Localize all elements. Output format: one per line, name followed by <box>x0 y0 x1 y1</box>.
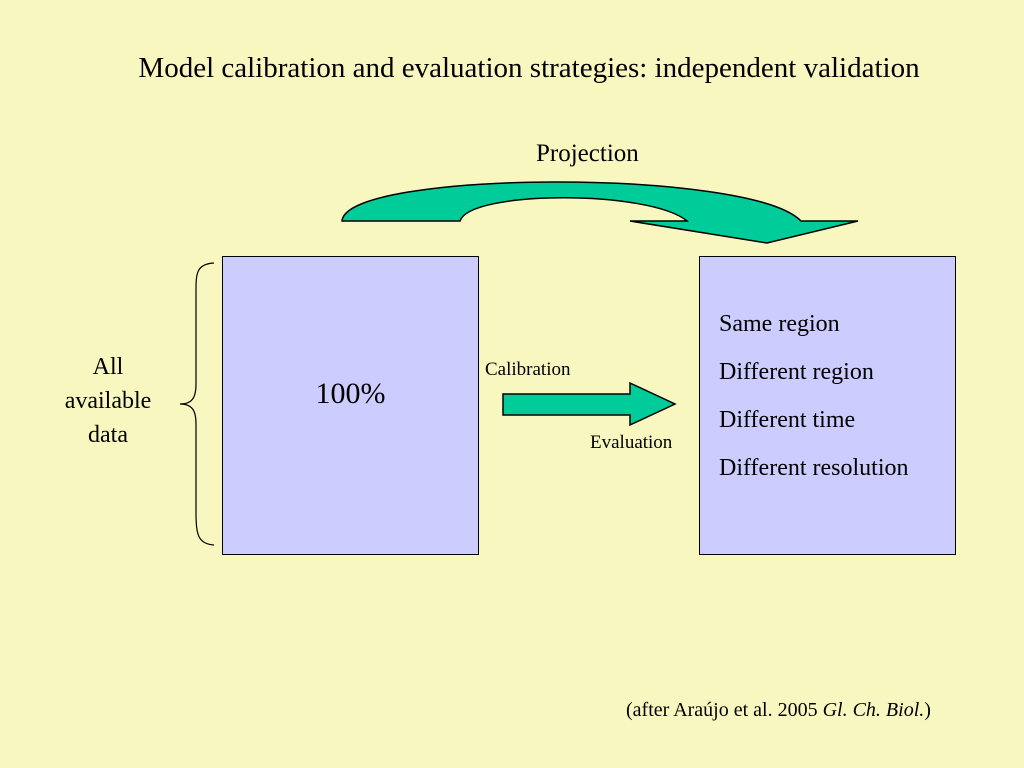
all-available-data-label: All available data <box>44 350 172 452</box>
percent-label: 100% <box>315 377 386 410</box>
all-data-line: data <box>88 422 128 448</box>
citation-prefix: (after Araújo et al. 2005 <box>626 699 823 721</box>
calibration-label: Calibration <box>485 359 571 380</box>
all-data-line: available <box>64 388 152 414</box>
target-item: Different time <box>719 407 856 433</box>
citation-suffix: ) <box>924 699 931 721</box>
slide-title: Model calibration and evaluation strateg… <box>138 52 920 84</box>
evaluation-target-list: Same region Different region Different t… <box>719 307 909 499</box>
target-item: Different resolution <box>719 455 909 481</box>
calibration-data-box <box>222 256 479 555</box>
all-data-line: All <box>92 354 124 380</box>
evaluation-label: Evaluation <box>590 432 673 453</box>
projection-arrow <box>341 181 859 244</box>
curly-brace <box>179 262 215 546</box>
evaluation-targets-box <box>699 256 956 555</box>
target-item: Same region <box>719 311 840 337</box>
projection-label: Projection <box>536 140 639 167</box>
target-item: Different region <box>719 359 874 385</box>
citation-journal: Gl. Ch. Biol. <box>822 699 925 721</box>
calibration-arrow <box>502 381 677 427</box>
citation: (after Araújo et al. 2005 Gl. Ch. Biol.) <box>626 699 931 722</box>
